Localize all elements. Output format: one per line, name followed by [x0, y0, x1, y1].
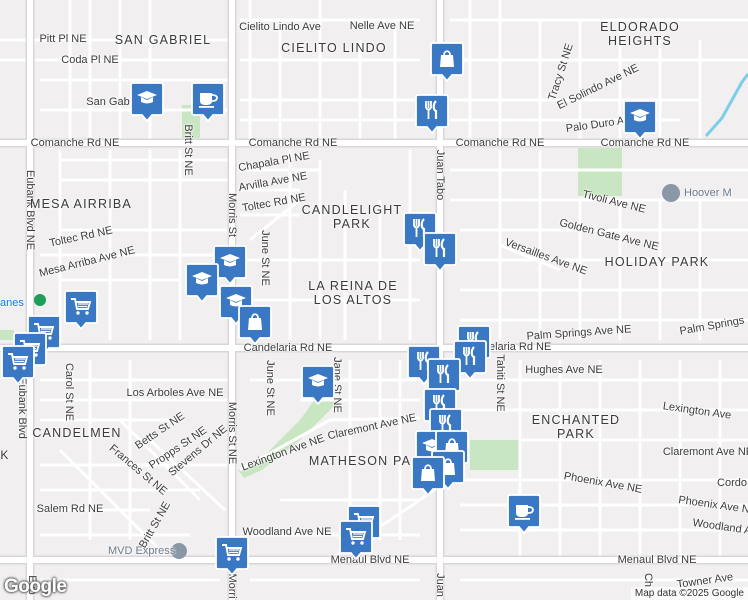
neighborhood-label-candlelight-park: CANDLELIGHT PARK: [301, 203, 403, 231]
neighborhood-label-la-reina-de-los-altos: LA REINA DE LOS ALTOS: [308, 279, 398, 307]
neighborhood-label-eldorado-heights: ELDORADO HEIGHTS: [600, 20, 680, 48]
street-label-pitt-pl: Pitt Pl NE: [39, 33, 87, 45]
fork-knife-marker[interactable]: [453, 340, 487, 380]
street-label-candelaria-rd-w: Candelaria Rd NE: [243, 342, 333, 354]
street-label-menaul-blvd-c: Menaul Blvd NE: [330, 554, 410, 566]
graduation-cap-icon: [137, 91, 157, 104]
shopping-cart-marker[interactable]: [1, 345, 35, 385]
graduation-cap-marker[interactable]: [623, 100, 657, 140]
coffee-cup-icon: [199, 93, 218, 108]
shopping-cart-icon: [222, 544, 243, 561]
coffee-cup-marker[interactable]: [507, 494, 541, 534]
coffee-cup-icon: [515, 505, 534, 520]
fork-knife-icon: [439, 414, 452, 433]
street-label-comanche-rd-e2: Comanche Rd NE: [600, 137, 690, 149]
shopping-cart-marker[interactable]: [64, 290, 98, 330]
poi-label-hoover: Hoover M: [684, 187, 732, 199]
shopping-cart-marker[interactable]: [215, 536, 249, 576]
shopping-bag-icon: [248, 313, 262, 330]
street-label-san-gab: San Gab: [86, 96, 130, 108]
neighborhood-label-candelmen: CANDELMEN: [32, 426, 122, 440]
fork-knife-marker[interactable]: [415, 94, 449, 134]
street-label-cordo: Cordo: [717, 477, 747, 489]
fork-knife-icon: [425, 100, 438, 119]
neighborhood-label-fragment-k: K: [0, 448, 10, 462]
street-label-britt-st-n: Britt St NE: [182, 124, 194, 176]
street-label-cielito-lindo-ave: Cielito Lindo Ave: [239, 21, 321, 33]
street-label-june-st-s: June St NE: [264, 360, 276, 416]
neighborhood-label-holiday-park: HOLIDAY PARK: [604, 255, 710, 269]
street-label-nelle-ave: Nelle Ave NE: [349, 20, 415, 32]
shopping-bag-marker[interactable]: [411, 456, 445, 496]
neighborhood-label-enchanted-park: ENCHANTED PARK: [531, 413, 621, 441]
street-label-morris-st-n: Morris St: [226, 193, 238, 237]
street-label-salem-rd: Salem Rd NE: [36, 503, 104, 515]
google-logo: Google: [4, 576, 67, 597]
shopping-bag-marker[interactable]: [238, 305, 272, 345]
graduation-cap-marker[interactable]: [213, 245, 247, 285]
street-label-juan-tabo-n: Juan Tabo: [434, 149, 446, 201]
street-label-menaul-blvd-e: Menaul Blvd NE: [617, 554, 697, 566]
coffee-cup-marker[interactable]: [191, 82, 225, 122]
shopping-cart-marker[interactable]: [339, 520, 373, 560]
street-label-ch: Ch: [642, 572, 654, 588]
street-label-comanche-rd-e: Comanche Rd NE: [455, 137, 545, 149]
shopping-cart-icon: [8, 353, 29, 370]
graduation-cap-marker[interactable]: [301, 365, 335, 405]
neighborhood-label-mesa-airriba: MESA AIRRIBA: [30, 197, 132, 211]
poi-label-mvd-express: MVD Express: [108, 545, 176, 557]
graduation-cap-icon: [220, 254, 240, 267]
neighborhood-label-san-gabriel: SAN GABRIEL: [114, 33, 212, 47]
street-label-comanche-rd-w: Comanche Rd NE: [30, 137, 120, 149]
graduation-cap-icon: [192, 272, 212, 285]
shopping-cart-icon: [346, 528, 367, 545]
street-label-morris-st-b: Morri: [226, 573, 238, 599]
fork-knife-marker[interactable]: [427, 358, 461, 398]
neighborhood-label-cielito-lindo: CIELITO LINDO: [281, 41, 387, 55]
street-label-los-arboles-ave: Los Arboles Ave NE: [126, 387, 224, 399]
poi-label-lanes: anes: [0, 297, 24, 309]
graduation-cap-marker[interactable]: [130, 82, 164, 122]
fork-knife-icon: [433, 238, 446, 257]
street-label-june-st-n: June St NE: [259, 230, 271, 286]
neighborhood-label-matheson-park: MATHESON PA: [308, 454, 412, 468]
street-label-comanche-rd-c: Comanche Rd NE: [248, 137, 338, 149]
fork-knife-marker[interactable]: [423, 232, 457, 272]
street-label-hughes-ave: Hughes Ave NE: [525, 364, 603, 376]
street-label-coda-pl: Coda Pl NE: [61, 54, 119, 66]
street-label-woodland-ave-c: Woodland Ave NE: [242, 526, 332, 538]
graduation-cap-icon: [308, 374, 328, 387]
map-attribution: Map data ©2025 Google: [630, 587, 748, 600]
street-label-carol-st: Carol St NE: [63, 362, 75, 422]
street-label-claremont-ave-e: Claremont Ave NE: [662, 446, 748, 458]
shopping-cart-icon: [71, 298, 92, 315]
graduation-cap-marker[interactable]: [185, 263, 219, 303]
shopping-bag-icon: [440, 50, 454, 67]
fork-knife-icon: [437, 364, 450, 383]
shopping-bag-marker[interactable]: [430, 42, 464, 82]
fork-knife-icon: [463, 346, 476, 365]
fork-knife-icon: [433, 394, 446, 413]
fork-knife-icon: [413, 218, 426, 237]
graduation-cap-icon: [226, 294, 246, 307]
street-label-tahiti-st: Tahiti St NE: [494, 354, 506, 412]
shopping-bag-icon: [421, 464, 435, 481]
street-label-juan-tabo-s: Juan: [434, 573, 446, 597]
graduation-cap-icon: [630, 109, 650, 122]
street-label-eubank-blvd-s: Eubank Blvd: [16, 377, 28, 439]
